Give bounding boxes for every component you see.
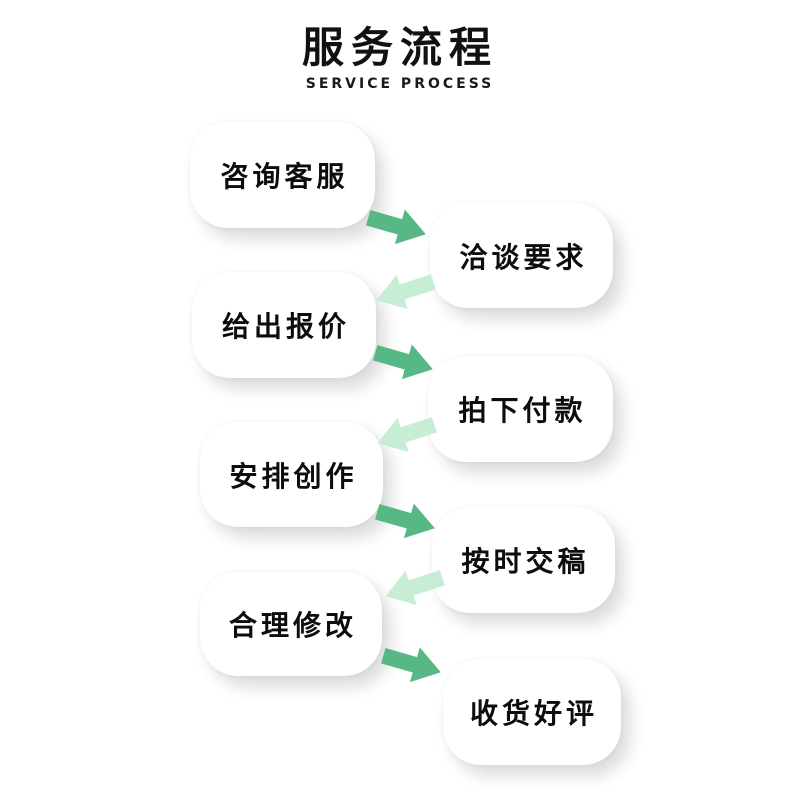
step-label: 收货好评	[469, 697, 598, 730]
step-box-review: 收货好评	[443, 659, 621, 765]
step-label: 洽谈要求	[459, 240, 588, 274]
step-label: 咨询客服	[220, 160, 349, 193]
flow-arrow-left-icon	[371, 265, 439, 318]
step-box-delivery: 按时交稿	[432, 507, 615, 613]
page-title: 服务流程	[301, 23, 498, 72]
flow-arrow-left-icon	[380, 561, 448, 614]
step-label: 安排创作	[229, 459, 358, 493]
step-box-negotiate: 洽谈要求	[430, 203, 613, 308]
step-label: 给出报价	[221, 310, 350, 343]
flow-arrow-left-icon	[372, 408, 440, 461]
flow-arrow-right-icon	[372, 494, 440, 545]
step-box-quote: 给出报价	[192, 272, 376, 378]
step-box-payment: 拍下付款	[428, 356, 613, 462]
step-label: 合理修改	[228, 609, 357, 642]
step-box-creation: 安排创作	[200, 422, 383, 527]
flow-arrow-right-icon	[370, 335, 438, 386]
flow-arrow-right-icon	[363, 200, 431, 251]
step-label: 拍下付款	[458, 394, 587, 427]
page-subtitle: SERVICE PROCESS	[305, 76, 495, 93]
step-label: 按时交稿	[461, 545, 590, 578]
header: 服务流程 SERVICE PROCESS	[0, 23, 800, 93]
flow-arrow-right-icon	[378, 638, 446, 689]
step-box-consult: 咨询客服	[190, 122, 375, 228]
step-box-revision: 合理修改	[200, 572, 382, 676]
